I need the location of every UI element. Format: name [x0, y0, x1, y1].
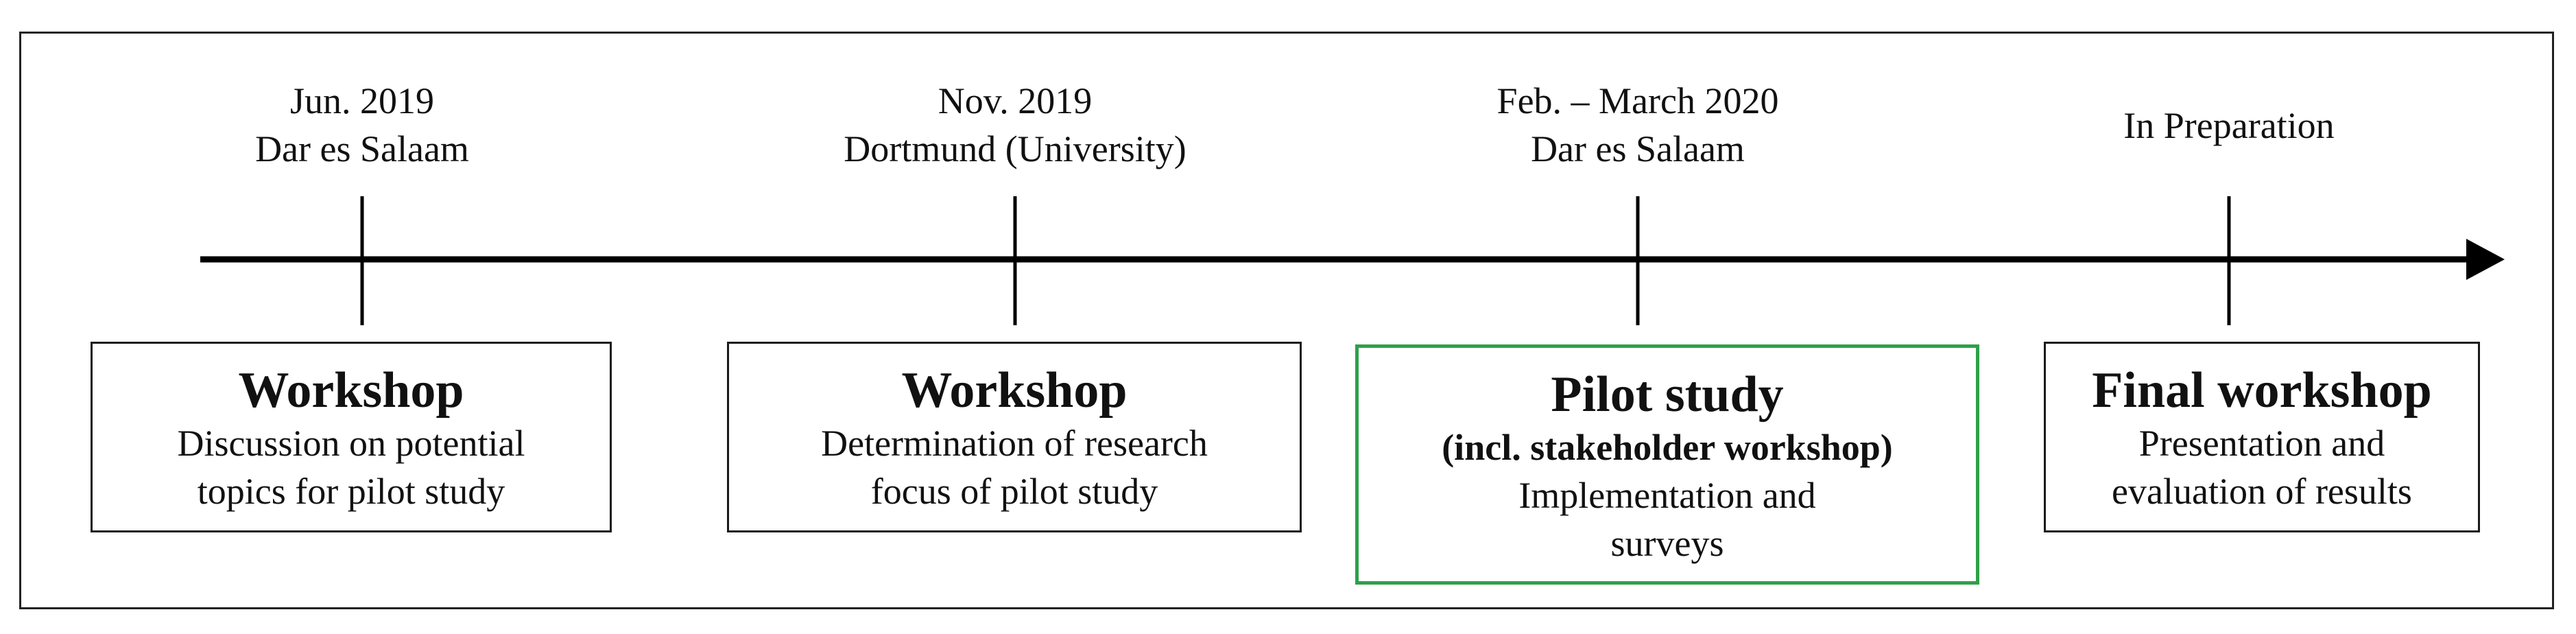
milestone-4-description-line-2: evaluation of results	[2112, 471, 2412, 512]
milestone-2-title: Workshop	[901, 362, 1128, 419]
milestone-1-description-line-1: Discussion on potential	[177, 423, 525, 464]
milestone-3-place: Dar es Salaam	[1531, 128, 1745, 169]
milestone-2-description-line-2: focus of pilot study	[870, 471, 1158, 512]
milestone-3-title: Pilot study	[1551, 366, 1784, 423]
milestone-3-box: Pilot study (incl. stakeholder workshop)…	[1355, 344, 1979, 585]
milestone-2-description-line-1: Determination of research	[821, 423, 1208, 464]
milestone-4-title: Final workshop	[2092, 362, 2432, 419]
milestone-2-date: Nov. 2019	[938, 80, 1093, 121]
milestone-1-box: Workshop Discussion on potential topics …	[91, 342, 612, 532]
milestone-4-box: Final workshop Presentation and evaluati…	[2044, 342, 2480, 532]
diagram-frame	[19, 32, 2554, 609]
milestone-2-box: Workshop Determination of research focus…	[727, 342, 1302, 532]
milestone-1-date-label: Jun. 2019 Dar es Salaam	[102, 77, 623, 173]
timeline-arrowhead	[2466, 239, 2505, 280]
milestone-4-date-label: In Preparation	[1968, 102, 2490, 150]
milestone-3-date: Feb. – March 2020	[1496, 80, 1779, 121]
milestone-2-place: Dortmund (University)	[844, 128, 1186, 169]
milestone-4-description-line-1: Presentation and	[2138, 423, 2385, 464]
milestone-4-date: In Preparation	[2123, 105, 2335, 146]
milestone-3-date-label: Feb. – March 2020 Dar es Salaam	[1377, 77, 1898, 173]
milestone-1-description-line-2: topics for pilot study	[197, 471, 505, 512]
milestone-1-place: Dar es Salaam	[255, 128, 469, 169]
milestone-2-date-label: Nov. 2019 Dortmund (University)	[754, 77, 1276, 173]
milestone-1-date: Jun. 2019	[289, 80, 434, 121]
milestone-3-subtitle: (incl. stakeholder workshop)	[1442, 427, 1893, 468]
milestone-3-description-line-2: surveys	[1610, 523, 1724, 564]
milestone-3-description-line-1: Implementation and	[1518, 475, 1816, 516]
milestone-1-title: Workshop	[238, 362, 464, 419]
